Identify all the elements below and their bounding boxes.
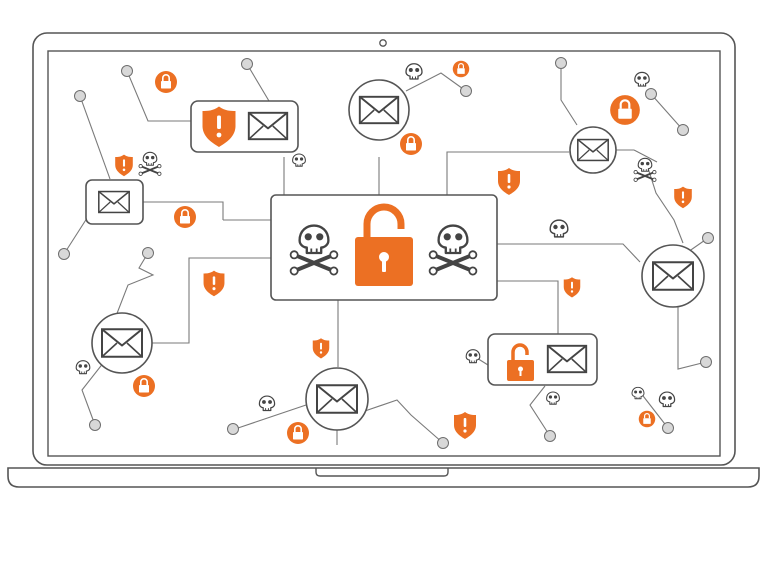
- envelope-icon: [98, 190, 130, 214]
- unlocked-padlock-icon: [507, 343, 534, 381]
- envelope-icon: [247, 111, 289, 141]
- envelope-circle-right: [641, 244, 705, 308]
- padlock-icon: [173, 205, 197, 229]
- padlock-icon: [132, 374, 156, 398]
- envelope-circle-bottom: [305, 367, 369, 431]
- unlocked-mail-box: [487, 333, 598, 386]
- padlock-icon: [638, 410, 656, 428]
- padlock-icon: [609, 94, 641, 126]
- envelope-icon: [546, 344, 588, 374]
- padlock-icon: [399, 132, 423, 156]
- mail-box-left: [85, 179, 144, 225]
- padlock-icon: [452, 60, 470, 78]
- envelope-circle-top: [348, 79, 410, 141]
- envelope-circle-left: [91, 312, 153, 374]
- central-breach-box: [270, 194, 498, 301]
- laptop-base: [7, 467, 760, 488]
- padlock-icon: [154, 70, 178, 94]
- laptop-trackpad-notch: [315, 468, 449, 477]
- unlocked-padlock-icon: [355, 203, 413, 286]
- network-nodes: [58, 57, 714, 449]
- network-lines: [63, 63, 709, 445]
- alert-mail-box: [190, 100, 299, 153]
- padlock-icon: [286, 421, 310, 445]
- envelope-circle-right-top: [569, 126, 617, 174]
- webcam-icon: [379, 39, 387, 47]
